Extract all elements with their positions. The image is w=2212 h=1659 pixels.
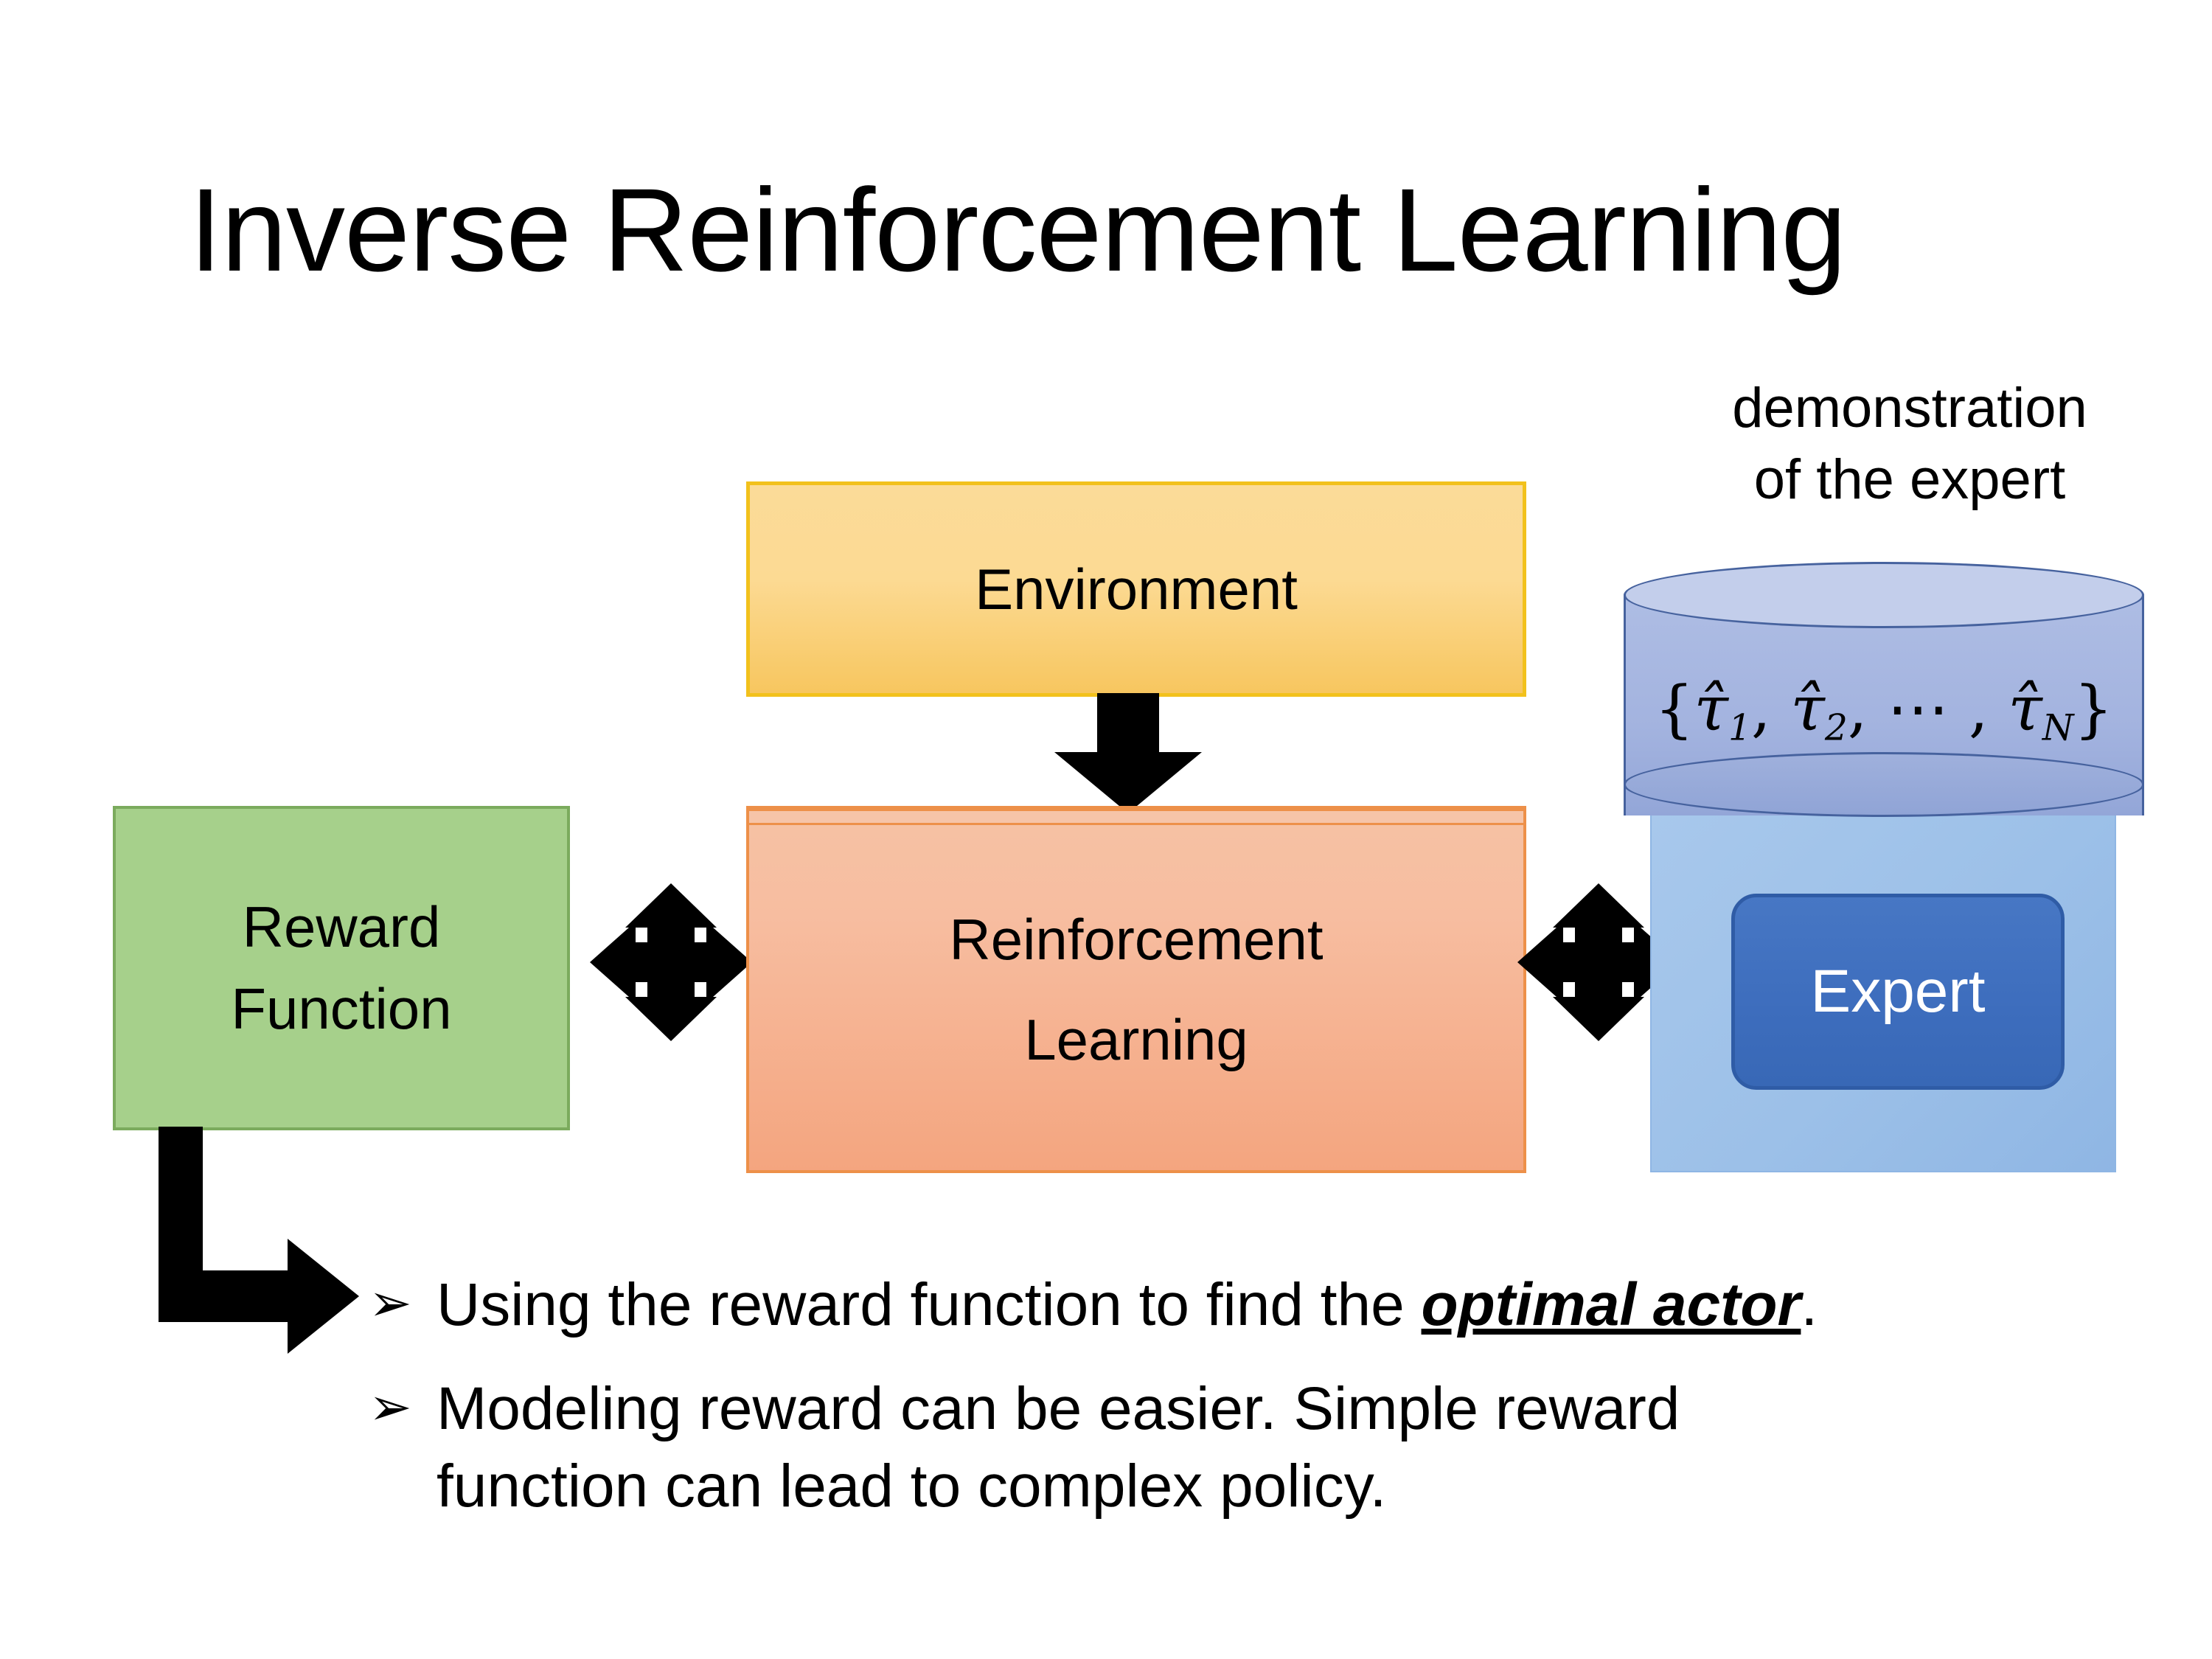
list-item: ➢ Using the reward function to find the o…: [369, 1267, 2065, 1344]
demonstration-cylinder[interactable]: {τ̂1, τ̂2, ⋯ , τ̂N}: [1624, 562, 2144, 849]
set-open-brace: {: [1655, 672, 1694, 745]
bidirectional-arrow-icon: [590, 883, 752, 1041]
bullet-emphasis: optimal actor: [1421, 1271, 1801, 1338]
demonstration-caption-line1: demonstration: [1732, 377, 2087, 439]
demonstration-caption-line2: of the expert: [1753, 448, 2066, 512]
environment-label: Environment: [975, 556, 1298, 622]
environment-box[interactable]: Environment: [746, 481, 1526, 697]
reward-function-box[interactable]: Reward Function: [113, 806, 570, 1130]
tau-hat-1: τ̂: [1694, 672, 1728, 745]
set-close-brace: }: [2073, 672, 2113, 745]
tau-n-subscript: N: [2042, 707, 2074, 749]
cylinder-top-ellipse: [1624, 562, 2144, 628]
bullet-list: ➢ Using the reward function to find the o…: [369, 1267, 2065, 1552]
tau-1-subscript: 1: [1728, 707, 1751, 749]
bidirectional-arrow-icon: [1517, 883, 1680, 1041]
reinforcement-learning-box[interactable]: Reinforcement Learning: [746, 806, 1526, 1173]
bullet-text-line2: function can lead to complex policy.: [437, 1452, 1387, 1520]
reward-function-label-line2: Function: [231, 976, 452, 1041]
tau-hat-n: τ̂: [2008, 672, 2042, 745]
tau-hat-2: τ̂: [1790, 672, 1825, 745]
reward-function-label-line1: Reward: [242, 894, 441, 960]
bullet-text-before: Using the reward function to find the: [437, 1271, 1422, 1338]
bullet-marker-icon: ➢: [369, 1377, 412, 1436]
trajectory-set-formula: {τ̂1, τ̂2, ⋯ , τ̂N}: [1624, 672, 2144, 749]
elbow-arrow-icon: [159, 1127, 359, 1354]
down-arrow-icon: [1054, 693, 1202, 813]
page-title: Inverse Reinforcement Learning: [189, 164, 1847, 296]
formula-comma-2: , ⋯ ,: [1847, 672, 2008, 745]
expert-box[interactable]: Expert: [1731, 894, 2065, 1090]
bullet-text-after: .: [1801, 1271, 1818, 1338]
demonstration-caption: demonstration of the expert: [1630, 372, 2190, 516]
reinforcement-learning-label-line2: Learning: [1024, 1007, 1248, 1072]
tau-2-subscript: 2: [1824, 707, 1848, 749]
list-item: ➢ Modeling reward can be easier. Simple r…: [369, 1371, 2065, 1526]
bullet-marker-icon: ➢: [369, 1274, 412, 1332]
expert-label: Expert: [1810, 958, 1986, 1025]
formula-comma-1: ,: [1750, 672, 1791, 745]
reinforcement-learning-top-strip: [749, 809, 1523, 825]
cylinder-bottom-ellipse: [1624, 752, 2144, 817]
bullet-text-before: Modeling reward can be easier. Simple re…: [437, 1374, 1680, 1442]
reinforcement-learning-label-line1: Reinforcement: [949, 906, 1324, 972]
